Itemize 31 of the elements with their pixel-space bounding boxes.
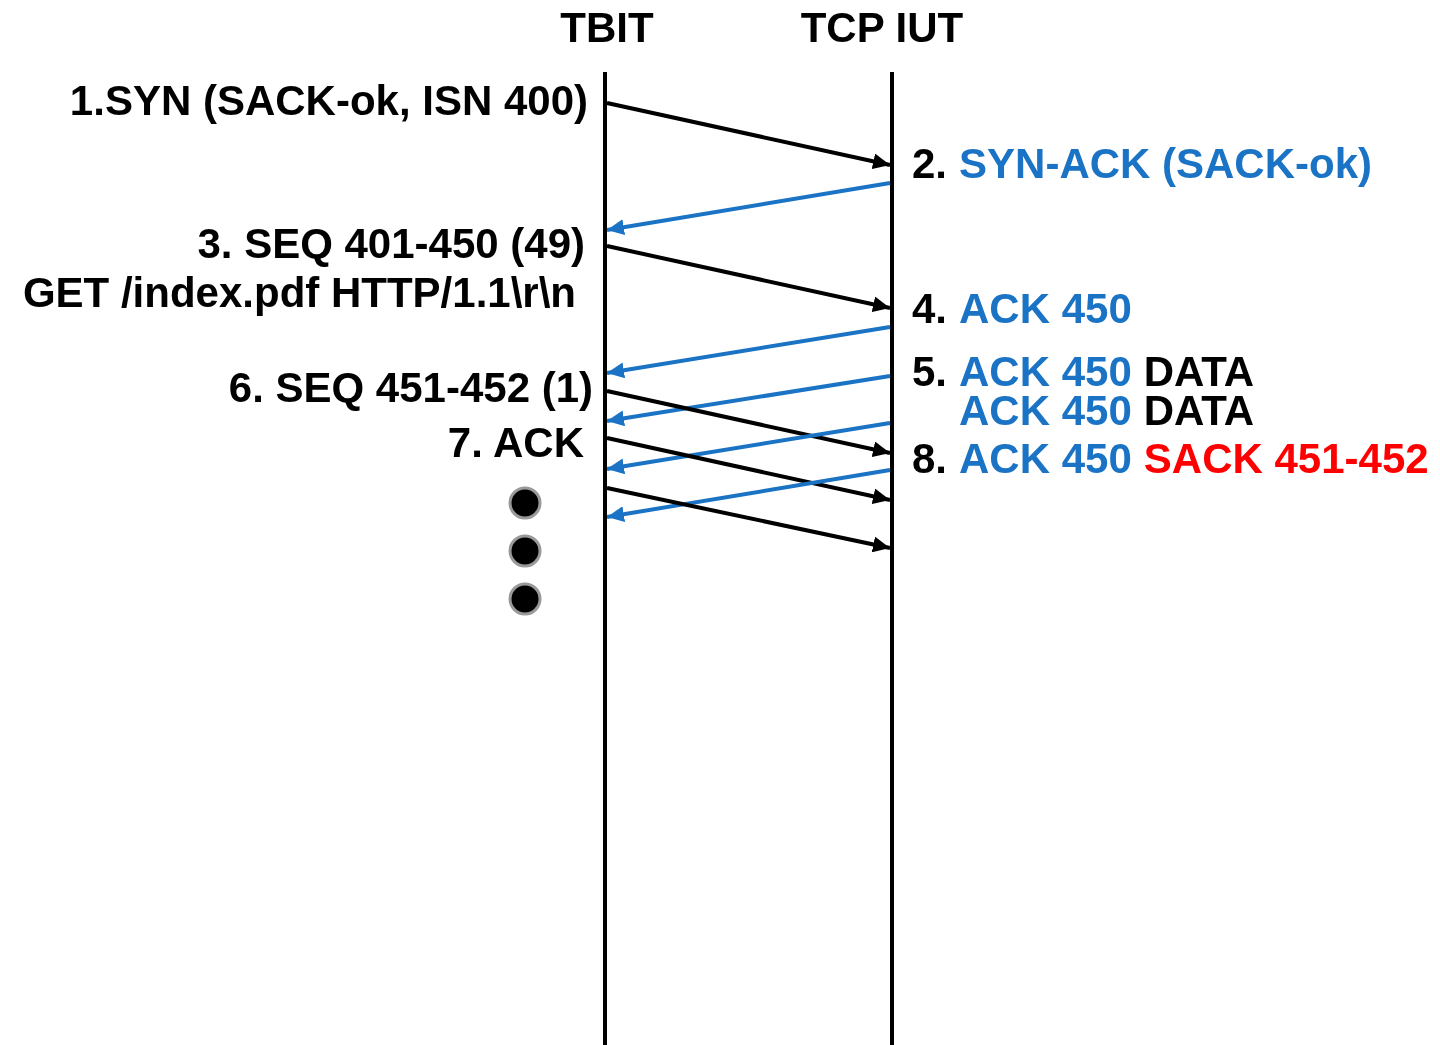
arrow xyxy=(606,374,891,427)
message-label: SYN-ACK (SACK-ok) xyxy=(959,143,1373,185)
arrow xyxy=(606,325,891,379)
message-number: 5. xyxy=(912,351,948,393)
message-label: ACK 450 xyxy=(959,288,1132,330)
arrow xyxy=(606,244,891,313)
message-label: 7. ACK xyxy=(447,422,584,464)
message-label: SACK 451-452 xyxy=(1143,438,1429,480)
message-label: ACK 450 xyxy=(959,351,1132,393)
message-label: 1.SYN (SACK-ok, ISN 400) xyxy=(69,80,588,122)
arrow xyxy=(606,181,891,236)
message-label: 3. SEQ 401-450 (49) xyxy=(197,223,585,265)
arrow xyxy=(606,436,891,505)
arrow xyxy=(606,389,891,458)
lifeline xyxy=(603,72,607,1045)
message-number: 8. xyxy=(912,438,948,480)
message-label: 6. SEQ 451-452 (1) xyxy=(228,367,593,409)
message-label: DATA xyxy=(1143,390,1255,432)
arrow xyxy=(606,421,891,475)
arrow xyxy=(606,486,891,553)
message-label: ACK 450 xyxy=(959,438,1132,480)
message-label: GET /index.pdf HTTP/1.1\r\n xyxy=(22,272,576,314)
arrow xyxy=(606,468,891,523)
arrow xyxy=(606,101,891,170)
message-number: 2. xyxy=(912,143,948,185)
lifeline xyxy=(890,72,894,1045)
message-number: 4. xyxy=(912,288,948,330)
message-label: DATA xyxy=(1143,351,1255,393)
lifeline-header: TCP IUT xyxy=(800,7,964,49)
message-label: ACK 450 xyxy=(959,390,1132,432)
lifeline-header: TBIT xyxy=(560,7,654,49)
